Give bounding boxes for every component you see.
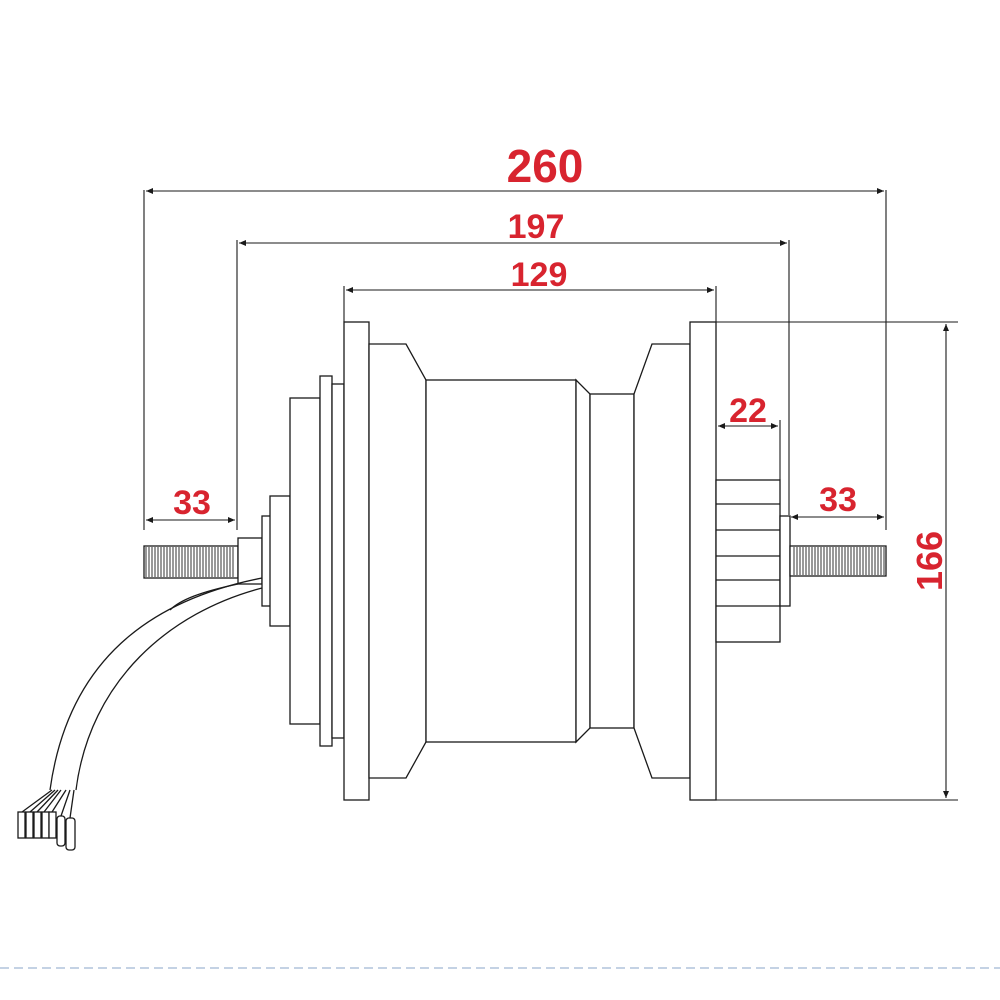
dimension-label-33-right: 33 xyxy=(819,481,857,519)
dimension-166: 166 xyxy=(909,324,950,798)
dimension-label-166: 166 xyxy=(909,531,950,591)
dimension-label-22: 22 xyxy=(729,392,767,430)
motor-cable xyxy=(17,577,263,851)
extension-lines xyxy=(143,190,958,801)
dimension-label-33-left: 33 xyxy=(173,484,211,522)
dimension-197: 197 xyxy=(239,208,787,246)
dimension-33-right: 33 xyxy=(791,481,884,520)
connector-pins xyxy=(17,811,76,851)
dimension-260: 260 xyxy=(146,140,884,194)
dimension-129: 129 xyxy=(346,256,714,294)
dimension-label-260: 260 xyxy=(507,140,584,192)
left-axle xyxy=(143,537,263,585)
dimension-label-129: 129 xyxy=(511,256,568,294)
freewheel-cassette xyxy=(715,479,791,643)
right-axle-thread xyxy=(793,547,885,575)
left-axle-thread xyxy=(145,547,234,577)
cable-wires xyxy=(21,789,75,819)
right-axle xyxy=(789,545,887,577)
dimension-22: 22 xyxy=(718,392,778,430)
dimension-33-left: 33 xyxy=(146,484,235,523)
hub-shell xyxy=(343,321,717,801)
dimension-label-197: 197 xyxy=(508,208,565,246)
left-bearing-caps xyxy=(261,375,345,747)
